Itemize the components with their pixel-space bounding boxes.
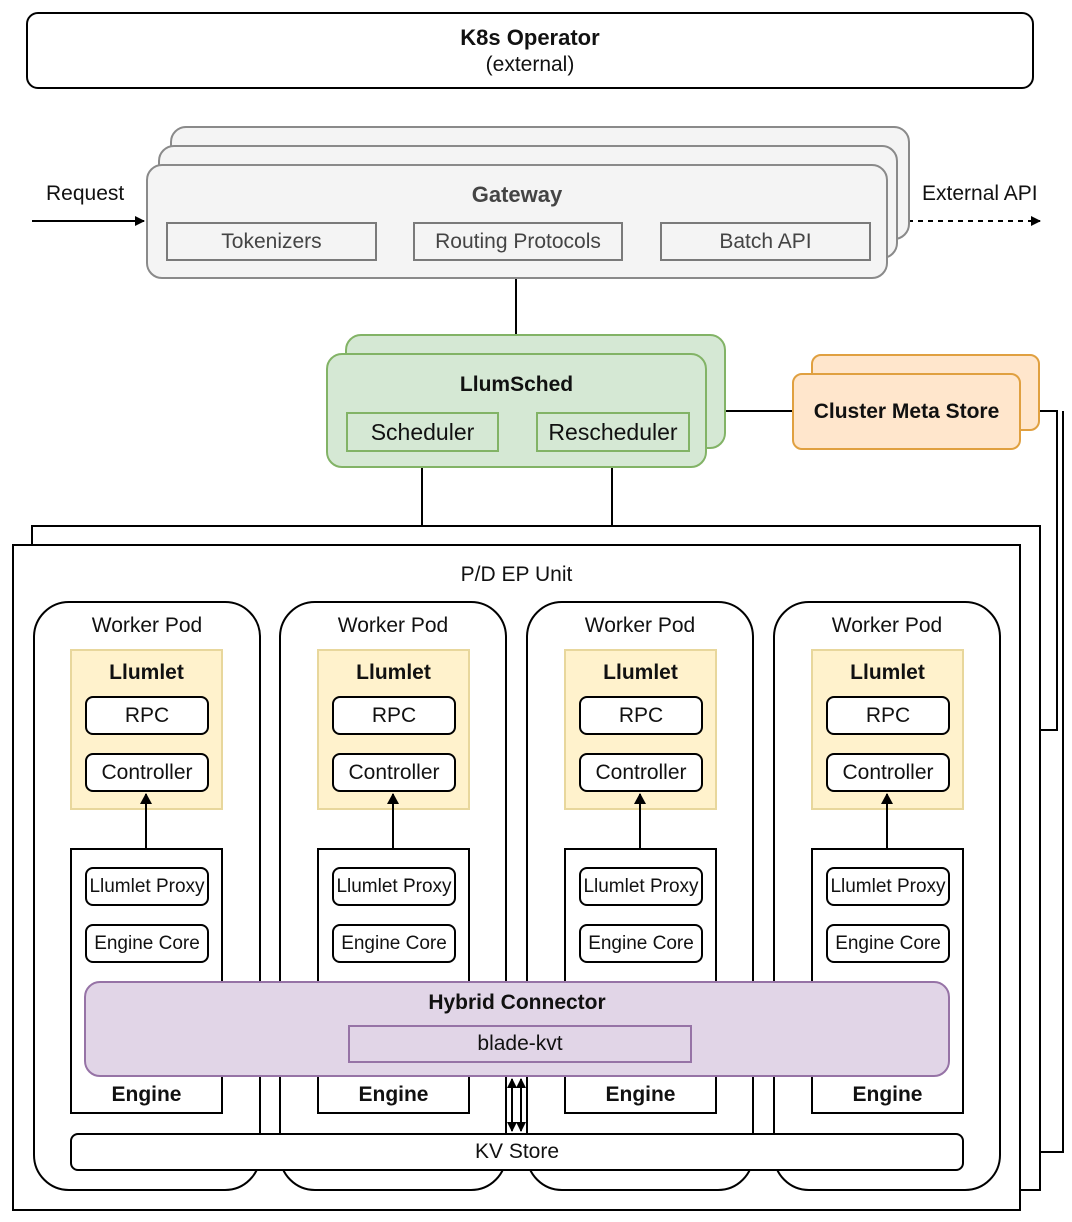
gateway-box: Gateway Tokenizers Routing Protocols Bat… — [146, 164, 888, 279]
llumsched-title: LlumSched — [459, 373, 574, 396]
controller-box: Controller — [826, 753, 950, 792]
llumlet-title: Llumlet — [109, 661, 184, 684]
blade-kvt-box: blade-kvt — [348, 1025, 692, 1063]
llumsched-box: LlumSched Scheduler Rescheduler — [326, 353, 707, 468]
k8s-operator-subtitle: (external) — [485, 52, 575, 76]
engine-title: Engine — [111, 1083, 182, 1106]
engine-core-box: Engine Core — [85, 924, 209, 963]
batch-api-box: Batch API — [660, 222, 871, 261]
scheduler-box: Scheduler — [346, 412, 499, 452]
rpc-box: RPC — [85, 696, 209, 735]
engine-title: Engine — [358, 1083, 429, 1106]
llumlet-proxy-box: Llumlet Proxy — [826, 867, 950, 906]
k8s-operator-title: K8s Operator — [460, 24, 600, 50]
engine-core-box: Engine Core — [332, 924, 456, 963]
rpc-box: RPC — [332, 696, 456, 735]
rescheduler-box: Rescheduler — [536, 412, 690, 452]
cluster-meta-store-box: Cluster Meta Store — [792, 373, 1021, 450]
external-api-label: External API — [922, 182, 1038, 205]
llumlet-proxy-box: Llumlet Proxy — [332, 867, 456, 906]
llumlet-title: Llumlet — [603, 661, 678, 684]
llumlet-proxy-box: Llumlet Proxy — [85, 867, 209, 906]
controller-box: Controller — [85, 753, 209, 792]
engine-title: Engine — [852, 1083, 923, 1106]
tokenizers-box: Tokenizers — [166, 222, 377, 261]
engine-core-box: Engine Core — [826, 924, 950, 963]
rpc-box: RPC — [826, 696, 950, 735]
k8s-operator-box: K8s Operator (external) — [26, 12, 1034, 89]
hybrid-connector-box: Hybrid Connector blade-kvt — [84, 981, 950, 1077]
worker-pod-title: Worker Pod — [337, 614, 449, 637]
llumlet-proxy-box: Llumlet Proxy — [579, 867, 703, 906]
engine-core-box: Engine Core — [579, 924, 703, 963]
controller-box: Controller — [579, 753, 703, 792]
worker-pod-title: Worker Pod — [584, 614, 696, 637]
llumlet-title: Llumlet — [850, 661, 925, 684]
rpc-box: RPC — [579, 696, 703, 735]
request-label: Request — [46, 182, 125, 205]
hybrid-connector-title: Hybrid Connector — [428, 991, 606, 1014]
gateway-title: Gateway — [471, 182, 563, 207]
llumlet-title: Llumlet — [356, 661, 431, 684]
kv-store-box: KV Store — [70, 1133, 964, 1171]
worker-pod-title: Worker Pod — [831, 614, 943, 637]
pd-ep-unit-label: P/D EP Unit — [460, 563, 573, 586]
worker-pod-title: Worker Pod — [91, 614, 203, 637]
controller-box: Controller — [332, 753, 456, 792]
routing-protocols-box: Routing Protocols — [413, 222, 623, 261]
engine-title: Engine — [605, 1083, 676, 1106]
